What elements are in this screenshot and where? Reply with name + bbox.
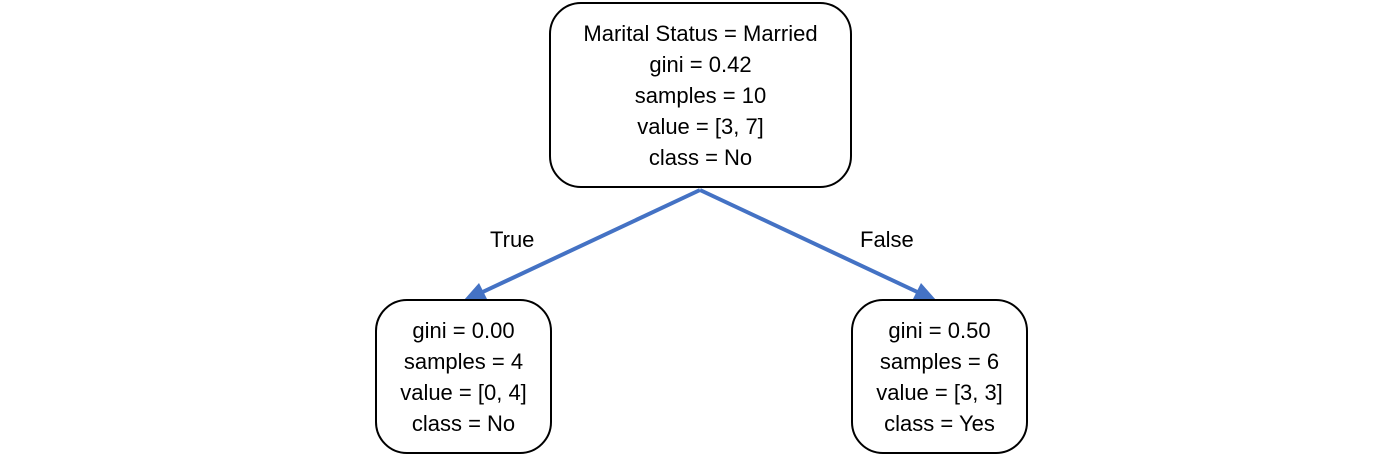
right-node-samples: samples = 6: [879, 348, 1000, 374]
left-node-gini: gini = 0.00: [412, 317, 515, 343]
true-edge-arrowhead: [464, 283, 487, 300]
left-node-samples: samples = 4: [403, 348, 524, 374]
root-node-class: class = No: [648, 144, 753, 170]
false-edge-arrow: [699, 188, 929, 299]
right-node-gini: gini = 0.50: [888, 317, 991, 343]
root-node: Marital Status = Married gini = 0.42 sam…: [549, 2, 852, 188]
root-node-gini: gini = 0.42: [649, 51, 752, 77]
left-node-value: value = [0, 4]: [400, 379, 527, 405]
left-leaf-node: gini = 0.00 samples = 4 value = [0, 4] c…: [375, 299, 552, 454]
left-node-class: class = No: [411, 410, 516, 436]
right-node-class: class = Yes: [884, 410, 995, 436]
true-edge-label: True: [490, 227, 535, 252]
right-leaf-node: gini = 0.50 samples = 6 value = [3, 3] c…: [851, 299, 1028, 454]
root-node-split: Marital Status = Married: [583, 20, 818, 46]
right-node-value: value = [3, 3]: [876, 379, 1003, 405]
root-node-samples: samples = 10: [634, 82, 767, 108]
root-node-value: value = [3, 7]: [637, 113, 764, 139]
false-edge-label: False: [860, 227, 914, 252]
true-edge-arrow: [471, 188, 701, 299]
false-edge-arrowhead: [913, 283, 936, 300]
